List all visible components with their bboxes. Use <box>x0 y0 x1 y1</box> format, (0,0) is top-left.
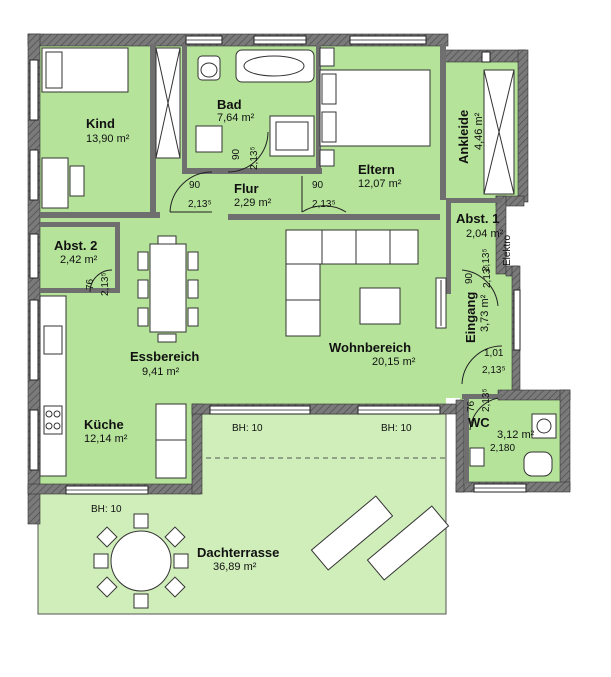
door-wc-height: 2,13⁵ <box>481 388 492 412</box>
door-main-height: 2,13⁵ <box>482 365 506 376</box>
room-abst2-name: Abst. 2 <box>54 238 98 253</box>
room-essbereich-area: 9,41 m² <box>142 366 180 378</box>
door-abst1-height: 2,13⁵ <box>481 248 492 272</box>
furniture-wohnbereich <box>285 229 419 337</box>
room-ankleide-area: 4,46 m² <box>473 112 485 150</box>
window-bh-label-2: BH: 10 <box>381 423 412 434</box>
door-abst2-width: 76 <box>85 278 96 290</box>
room-eingang-name: Eingang <box>463 291 478 343</box>
furniture-wc <box>469 413 557 477</box>
inner-walls <box>40 44 502 484</box>
room-kueche-name: Küche <box>84 417 124 432</box>
furniture-essbereich <box>137 235 199 343</box>
room-dachterrasse-name: Dachterrasse <box>197 545 280 560</box>
door-abst2-height: 2,13⁵ <box>100 272 111 296</box>
door-flur-right-height: 2,13⁵ <box>312 199 336 210</box>
window-bh-label-1: BH: 10 <box>232 423 263 434</box>
room-wc-name: WC <box>468 415 490 430</box>
door-eingang-width: 90 <box>464 272 475 284</box>
room-essbereich-name: Essbereich <box>130 349 200 364</box>
door-bad-width: 90 <box>231 148 242 160</box>
furniture-bad <box>195 49 315 157</box>
room-bad-area: 7,64 m² <box>217 112 255 124</box>
room-eltern-name: Eltern <box>358 162 395 177</box>
furniture-ankleide <box>483 69 515 195</box>
window-bh-label-3: BH: 10 <box>91 504 122 515</box>
room-bad-name: Bad <box>217 97 242 112</box>
room-abst1-name: Abst. 1 <box>456 211 500 226</box>
door-flur-left-width: 90 <box>189 180 201 191</box>
wc-window-height: 2,180 <box>490 443 516 454</box>
room-kueche-area: 12,14 m² <box>84 433 128 445</box>
door-flur-left-height: 2,13⁵ <box>188 199 212 210</box>
room-ankleide-name: Ankleide <box>456 109 471 164</box>
room-kind-name: Kind <box>86 116 115 131</box>
furniture-kueche <box>39 295 187 479</box>
room-wohnbereich-name: Wohnbereich <box>329 340 412 355</box>
room-dachterrasse-area: 36,89 m² <box>213 561 257 573</box>
door-swings <box>89 131 503 431</box>
room-flur-area: 2,29 m² <box>234 197 272 209</box>
room-wohnbereich-area: 20,15 m² <box>372 356 416 368</box>
window-lines <box>66 39 526 491</box>
furniture-eltern <box>319 47 431 167</box>
room-flur-name: Flur <box>234 181 259 196</box>
elektro-label: Elektro <box>502 234 513 266</box>
door-wc-width: 76 <box>466 400 477 412</box>
room-eingang-area: 3,73 m² <box>479 294 491 332</box>
room-kind-area: 13,90 m² <box>86 133 130 145</box>
room-abst1-area: 2,04 m² <box>466 228 504 240</box>
door-flur-right-width: 90 <box>312 180 324 191</box>
furniture-kind <box>41 47 181 209</box>
room-abst2-area: 2,42 m² <box>60 254 98 266</box>
door-bad-height: 2,13⁵ <box>249 146 260 170</box>
door-main-width: 1,01 <box>484 348 504 359</box>
furniture-eingang <box>435 277 447 329</box>
room-wc-area: 3,12 m² <box>497 429 535 441</box>
room-eltern-area: 12,07 m² <box>358 178 402 190</box>
terrace-furniture <box>93 495 450 609</box>
